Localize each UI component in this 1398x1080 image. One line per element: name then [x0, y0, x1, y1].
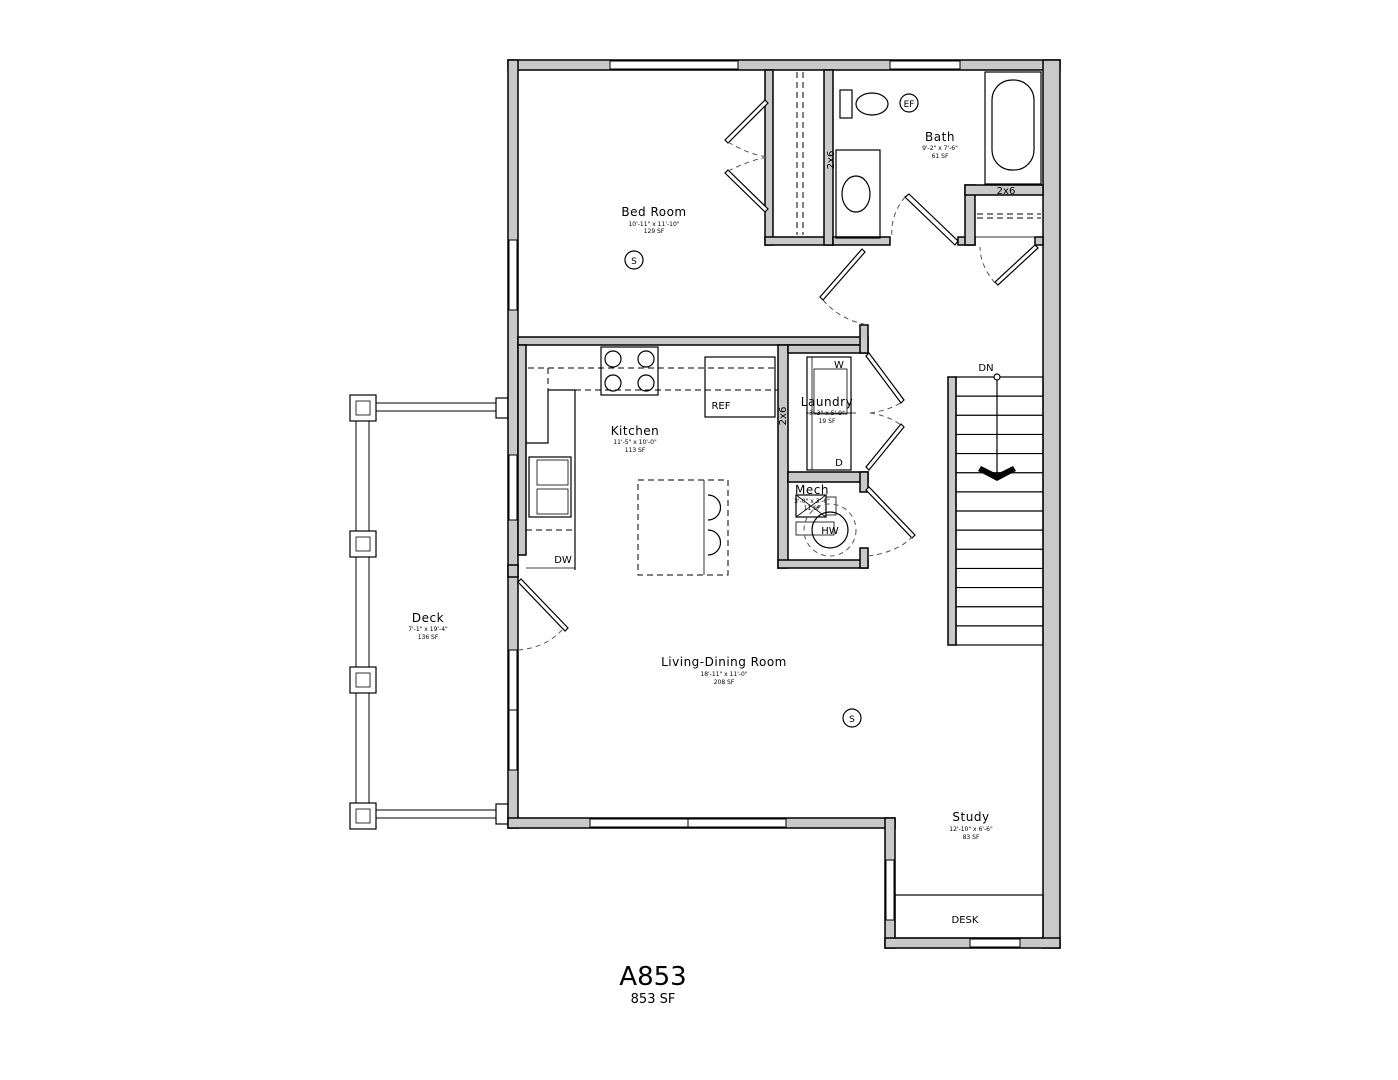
smoke-detector-icon: [842, 708, 862, 728]
room-dims: 12'-10" x 6'-6": [949, 826, 993, 833]
closet: [724, 72, 804, 235]
room-area: 11 SF: [804, 505, 821, 512]
room-area: 113 SF: [625, 447, 646, 454]
room-study: Study 12'-10" x 6'-6" 83 SF: [949, 810, 993, 841]
laundry-fixtures: [795, 352, 916, 557]
dryer-label: D: [835, 458, 843, 469]
room-dims: 10'-11" x 11'-10": [628, 221, 679, 228]
wall-2x6-label: 2x6: [997, 186, 1016, 197]
smoke-label: S: [849, 715, 855, 725]
room-dims: 9'-2" x 7'-6": [922, 145, 958, 152]
ref-label: REF: [711, 401, 730, 412]
room-dims: 3'-3" x 5'-9": [809, 410, 845, 417]
room-living-dining: Living-Dining Room 18'-11" x 11'-0" 208 …: [661, 655, 787, 686]
room-name: Laundry: [801, 395, 853, 409]
dn-label: DN: [978, 363, 993, 374]
exhaust-fan-icon: [899, 93, 919, 113]
kitchen-fixtures: [517, 346, 778, 651]
deck: [349, 394, 509, 830]
smoke-label: S: [631, 257, 637, 267]
deck-post: [349, 394, 509, 830]
room-deck: Deck 7'-1" x 19'-4" 136 SF: [408, 611, 448, 641]
room-laundry: Laundry 3'-3" x 5'-9" 19 SF: [801, 395, 853, 425]
room-bath: Bath 9'-2" x 7'-6" 61 SF: [922, 130, 958, 160]
desk-label: DESK: [952, 915, 979, 926]
interior-walls: [507, 69, 1044, 578]
windows: [508, 60, 1021, 948]
room-area: 136 SF: [418, 634, 439, 641]
desk: [894, 894, 1044, 939]
wall-2x6-label: 2x6: [826, 151, 837, 170]
room-name: Study: [952, 810, 989, 824]
room-dims: 3'-0" x 3'-6": [794, 498, 830, 505]
room-dims: 11'-5" x 10'-0": [613, 439, 657, 446]
hw-label: HW: [821, 526, 839, 537]
room-kitchen: Kitchen 11'-5" x 10'-0" 113 SF: [611, 424, 660, 454]
room-area: 19 SF: [819, 418, 836, 425]
exhaust-fan-label: EF: [904, 100, 915, 110]
room-dims: 7'-1" x 19'-4": [408, 626, 448, 633]
room-name: Living-Dining Room: [661, 655, 787, 669]
smoke-detector-icon: [624, 250, 644, 270]
room-name: Kitchen: [611, 424, 660, 438]
room-area: 129 SF: [644, 228, 665, 235]
stair: [947, 373, 1044, 646]
washer-label: W: [834, 360, 844, 371]
room-area: 208 SF: [714, 679, 735, 686]
dw-label: DW: [554, 555, 572, 566]
bath-fixtures: [819, 71, 1044, 326]
down-arrow-icon: [978, 466, 1016, 481]
room-name: Bath: [925, 130, 955, 144]
room-dims: 18'-11" x 11'-0": [700, 671, 747, 678]
wall-2x6-label: 2x6: [778, 407, 789, 426]
unit-name: A853: [619, 962, 686, 992]
room-name: Mech: [795, 483, 829, 497]
room-area: 83 SF: [963, 834, 980, 841]
room-name: Bed Room: [621, 205, 686, 219]
room-bedroom: Bed Room 10'-11" x 11'-10" 129 SF: [621, 205, 686, 235]
unit-area: 853 SF: [631, 992, 676, 1007]
room-area: 61 SF: [932, 153, 949, 160]
room-mech: Mech 3'-0" x 3'-6" 11 SF: [794, 483, 830, 512]
room-name: Deck: [412, 611, 444, 625]
